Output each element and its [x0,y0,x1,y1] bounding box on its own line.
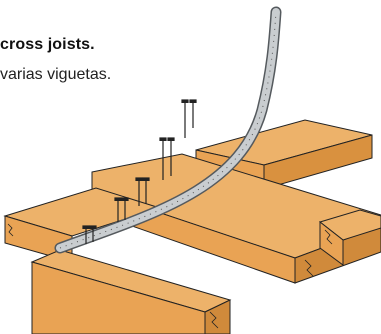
nail-icon [159,137,167,180]
nail-icon [181,99,189,138]
nail-icon [189,99,197,128]
nail-icon [114,197,122,222]
strap-tie [54,6,282,254]
nails [82,99,197,244]
nail-icon [89,225,97,242]
nail-icon [167,137,175,176]
right-beam [318,209,381,266]
caption-english: cross joists. [0,36,95,53]
caption-spanish: varias viguetas. [0,66,112,83]
nail-icon [142,177,150,204]
front-joist [30,249,232,334]
nail-icon [82,225,90,244]
nail-icon [135,177,143,206]
nail-icon [121,197,129,220]
